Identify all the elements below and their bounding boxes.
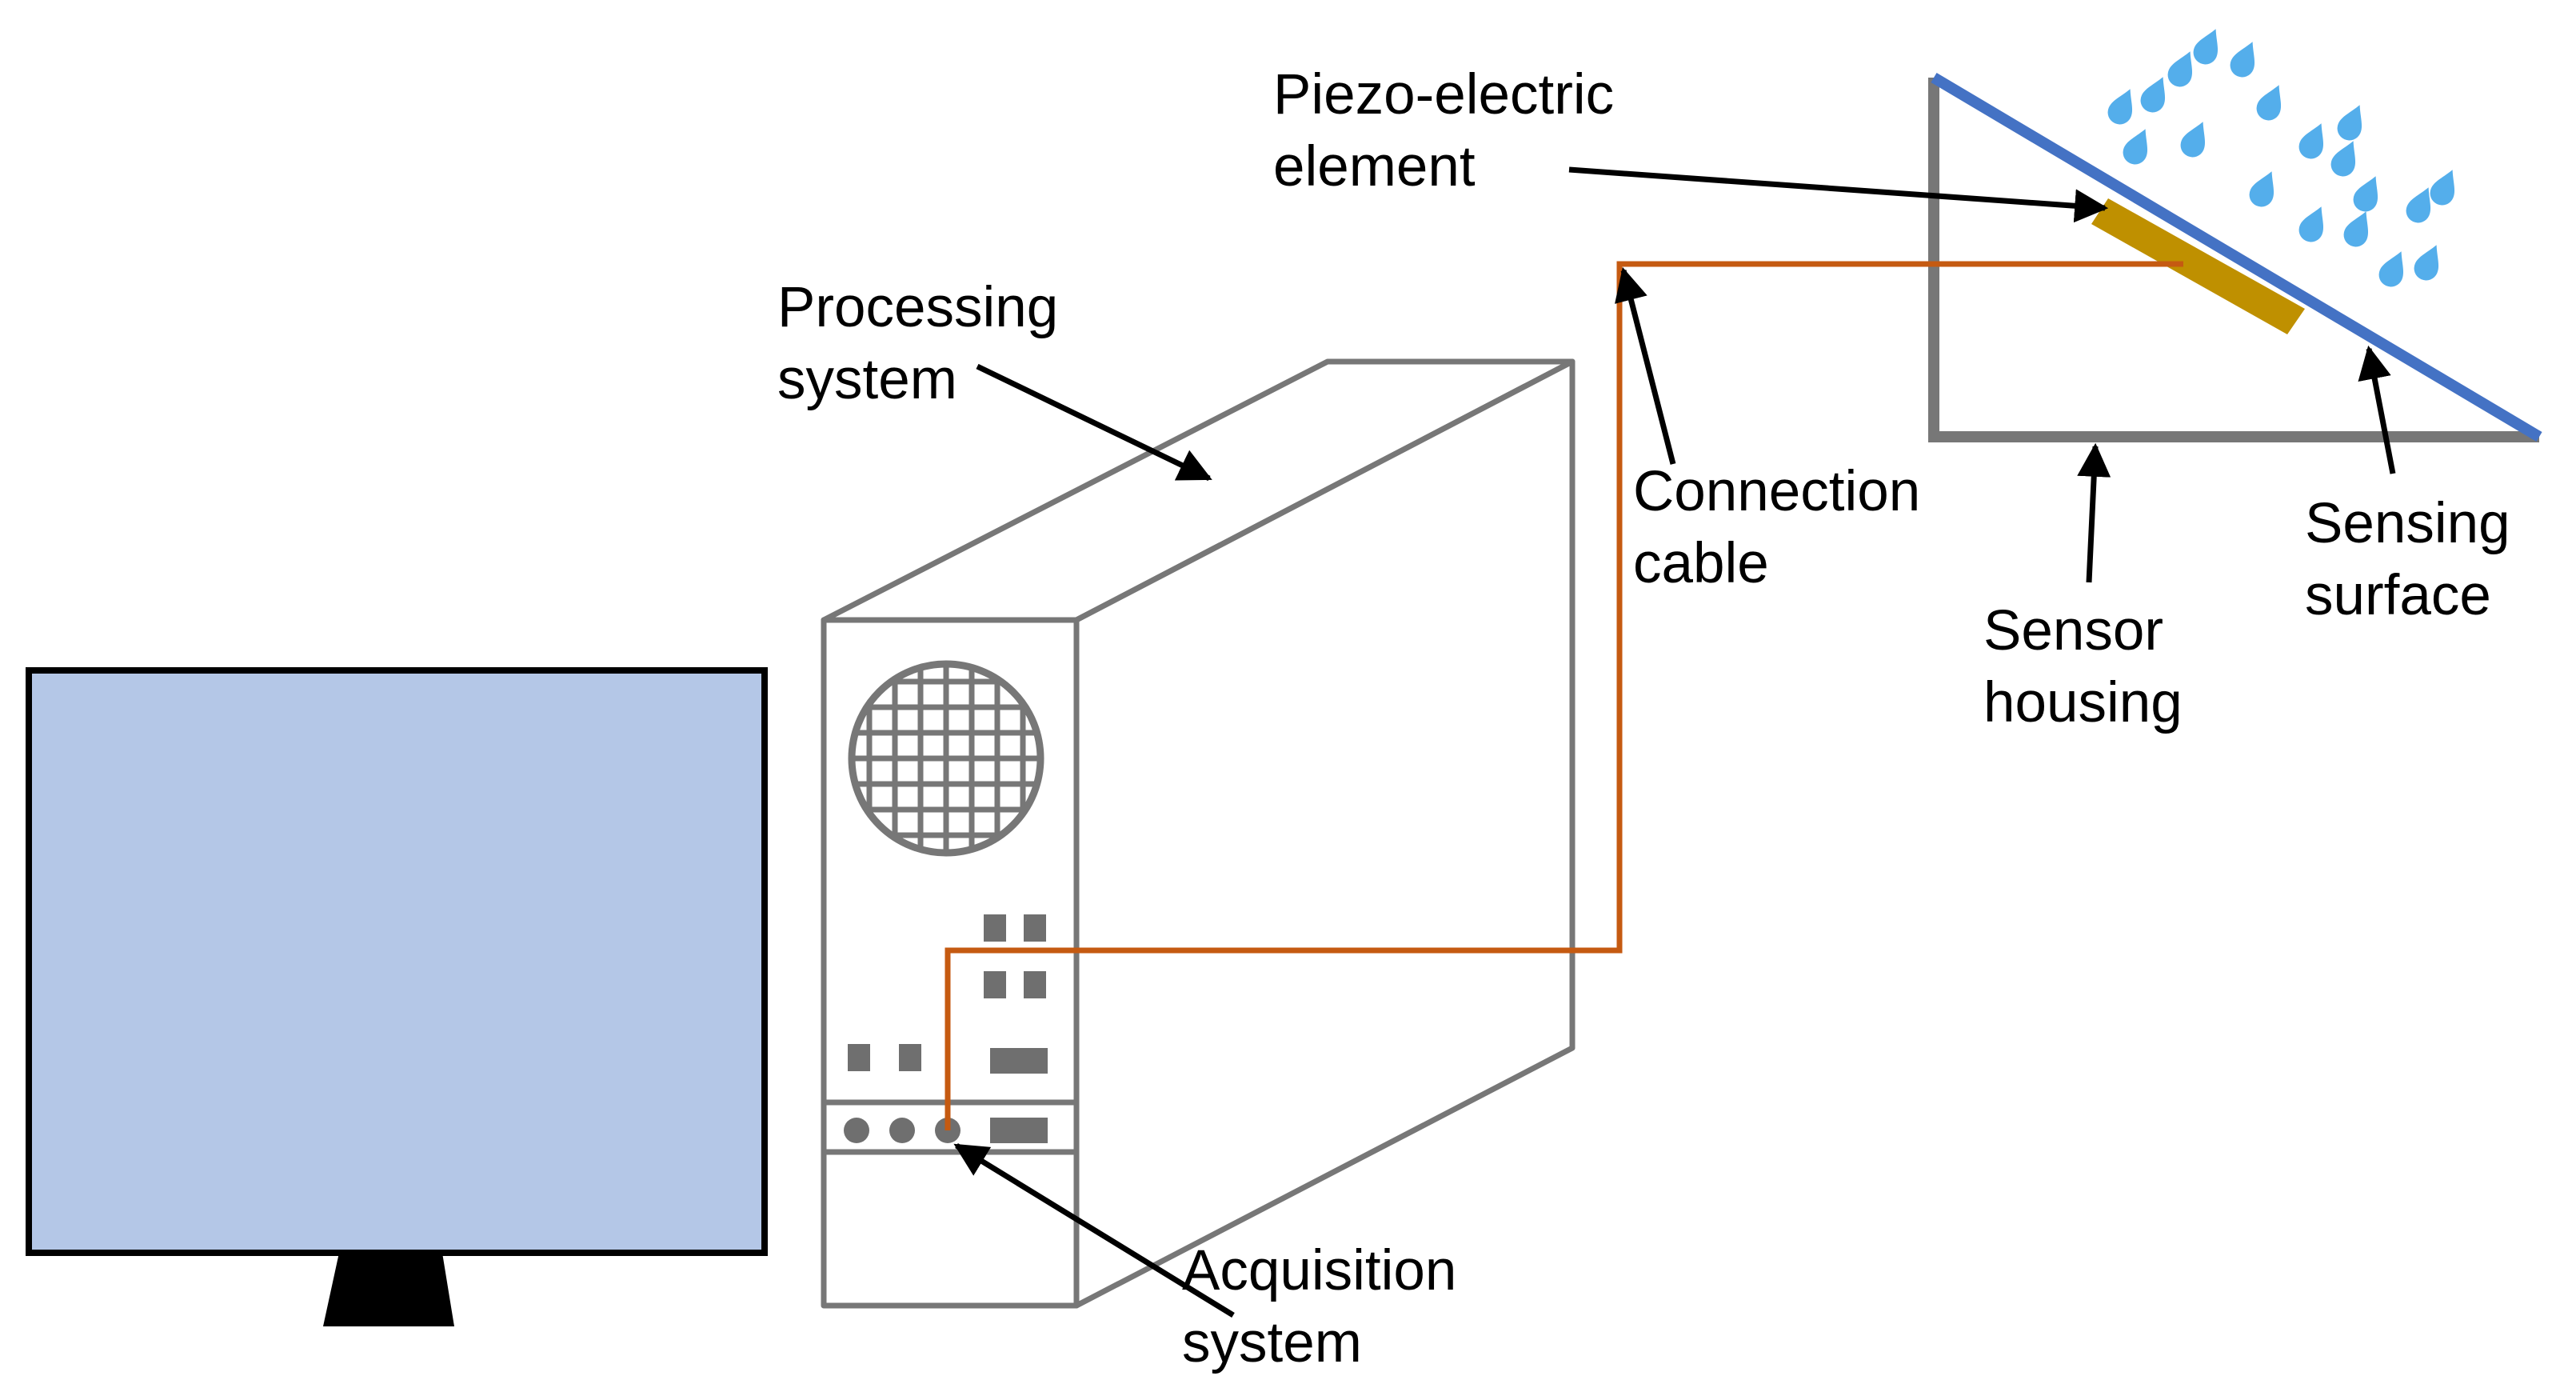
acquisition-label-line2: system [1182,1311,1362,1374]
processing-label-line2: system [777,348,957,411]
housing-pointer-arrow [2077,442,2111,583]
piezo-label-line1: Piezo-electric [1273,63,1614,126]
fan-grill-icon [848,660,1044,857]
surface-pointer-arrow [2358,345,2396,474]
sensor-housing-label-line1: Sensor [1983,599,2163,662]
raindrop-icon [2107,29,2455,287]
piezo-pointer-arrow [1568,166,2109,223]
acquisition-label-line1: Acquisition [1182,1239,1456,1302]
monitor-screen [26,667,768,1256]
piezo-element [2091,198,2305,334]
connection-cable [945,261,2183,1130]
sensor-housing-label-line2: housing [1983,671,2183,734]
connection-label-line2: cable [1633,532,1769,595]
monitor-icon [26,667,768,1326]
connection-pointer-arrow [1615,266,1676,465]
processing-label-line1: Processing [777,276,1058,339]
piezo-label-line2: element [1273,135,1476,198]
processing-pointer-arrow [976,363,1212,482]
connection-label-line1: Connection [1633,460,1920,523]
monitor-stand [323,1253,454,1326]
sensing-surface-label-line2: surface [2305,564,2491,627]
computer-tower-icon [821,358,1576,1309]
front-panel-ports [844,914,1048,1143]
acquisition-pointer-arrow [953,1143,1235,1318]
sensing-surface [1931,72,2542,442]
sensing-surface-label-line1: Sensing [2305,492,2510,555]
